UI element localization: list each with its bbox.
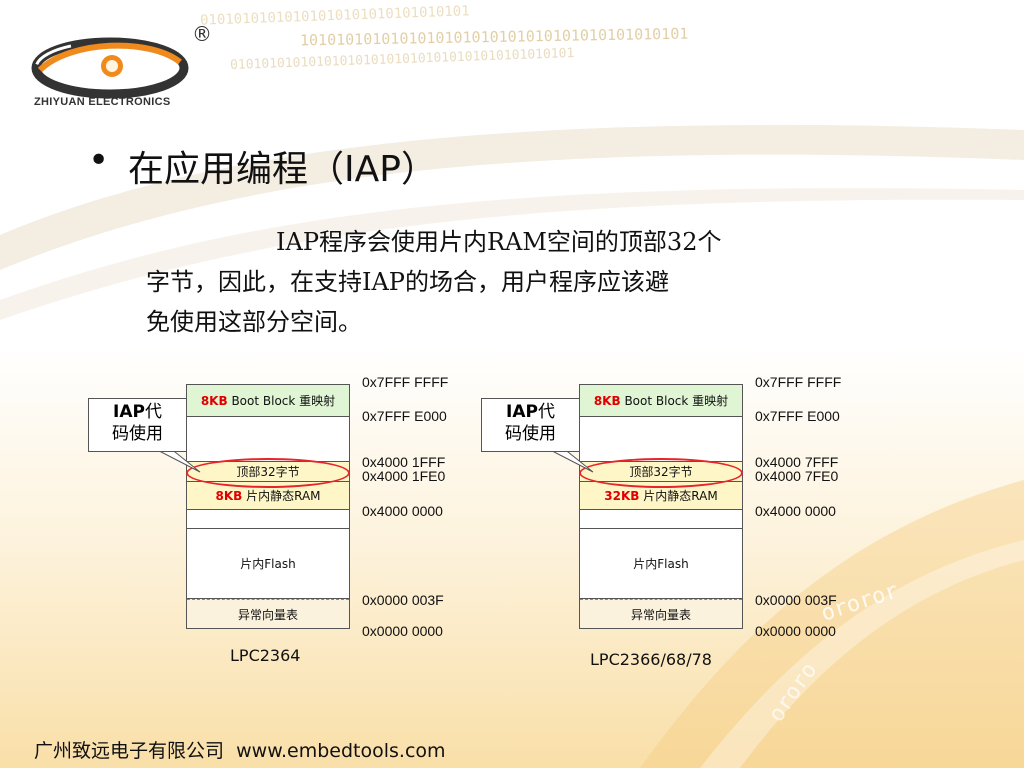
boot-block-segment: 8KB Boot Block 重映射 bbox=[187, 385, 349, 417]
ram-size: 32KB bbox=[604, 488, 640, 503]
addr-vec-end: 0x0000 003F bbox=[755, 592, 837, 608]
paragraph-line-1: IAP程序会使用片内RAM空间的顶部32个 bbox=[276, 228, 722, 256]
vector-segment: 异常向量表 bbox=[580, 599, 742, 628]
callout-line-2: 码使用 bbox=[112, 424, 163, 444]
addr-ram-iap: 0x4000 7FE0 bbox=[755, 468, 839, 484]
vector-label: 异常向量表 bbox=[237, 607, 298, 622]
memory-map: 8KB Boot Block 重映射 顶部32字节 32KB 片内静态RAM 片… bbox=[579, 384, 743, 629]
iap-highlight-ring bbox=[186, 458, 350, 488]
registered-mark: ® bbox=[192, 22, 212, 46]
footer-website[interactable]: www.embedtools.com bbox=[236, 740, 446, 762]
addr-vec-end: 0x0000 003F bbox=[362, 592, 444, 608]
iap-highlight-ring bbox=[579, 458, 743, 488]
body-paragraph: IAP程序会使用片内RAM空间的顶部32个 字节，因此，在支持IAP的场合，用户… bbox=[146, 222, 886, 342]
addr-top: 0x7FFF FFFF bbox=[362, 374, 449, 390]
zhiyuan-logo bbox=[31, 37, 189, 99]
addr-ram-start: 0x4000 0000 bbox=[755, 503, 836, 519]
boot-size: 8KB bbox=[593, 393, 621, 408]
vector-label: 异常向量表 bbox=[630, 607, 691, 622]
boot-block-segment: 8KB Boot Block 重映射 bbox=[580, 385, 742, 417]
boot-label: Boot Block 重映射 bbox=[624, 394, 729, 408]
ram-size: 8KB bbox=[215, 488, 243, 503]
addr-zero: 0x0000 0000 bbox=[362, 623, 443, 639]
flash-segment: 片内Flash bbox=[187, 529, 349, 599]
flash-segment: 片内Flash bbox=[580, 529, 742, 599]
chip-label: LPC2366/68/78 bbox=[590, 650, 712, 669]
addr-ram-end: 0x4000 7FFF bbox=[755, 454, 839, 470]
addr-top: 0x7FFF FFFF bbox=[755, 374, 842, 390]
title-text: 在应用编程（IAP） bbox=[128, 149, 437, 190]
chip-label: LPC2364 bbox=[230, 646, 301, 665]
boot-label: Boot Block 重映射 bbox=[231, 394, 336, 408]
vector-segment: 异常向量表 bbox=[187, 599, 349, 628]
addr-ram-start: 0x4000 0000 bbox=[362, 503, 443, 519]
addr-boot: 0x7FFF E000 bbox=[755, 408, 840, 424]
gap-segment-2 bbox=[187, 510, 349, 529]
iap-callout: IAP代 码使用 bbox=[88, 398, 187, 452]
logo-name: ZHIYUAN ELECTRONICS bbox=[34, 96, 171, 108]
paragraph-line-2: 字节，因此，在支持IAP的场合，用户程序应该避 bbox=[146, 268, 669, 296]
paragraph-line-3: 免使用这部分空间。 bbox=[146, 308, 362, 336]
addr-boot: 0x7FFF E000 bbox=[362, 408, 447, 424]
callout-line-1: 代 bbox=[537, 402, 555, 422]
iap-callout: IAP代 码使用 bbox=[481, 398, 580, 452]
gap-segment bbox=[580, 417, 742, 462]
footer: 广州致远电子有限公司 www.embedtools.com bbox=[34, 736, 446, 763]
addr-zero: 0x0000 0000 bbox=[755, 623, 836, 639]
callout-bold: IAP bbox=[113, 402, 145, 422]
boot-size: 8KB bbox=[200, 393, 228, 408]
ram-label: 片内静态RAM bbox=[246, 489, 321, 503]
callout-line-1: 代 bbox=[144, 402, 162, 422]
gap-segment-2 bbox=[580, 510, 742, 529]
footer-company: 广州致远电子有限公司 bbox=[34, 740, 225, 762]
gap-segment bbox=[187, 417, 349, 462]
addr-ram-end: 0x4000 1FFF bbox=[362, 454, 446, 470]
callout-bold: IAP bbox=[506, 402, 538, 422]
addr-ram-iap: 0x4000 1FE0 bbox=[362, 468, 446, 484]
callout-line-2: 码使用 bbox=[505, 424, 556, 444]
memory-map: 8KB Boot Block 重映射 顶部32字节 8KB 片内静态RAM 片内… bbox=[186, 384, 350, 629]
flash-label: 片内Flash bbox=[633, 557, 689, 571]
flash-label: 片内Flash bbox=[240, 557, 296, 571]
ram-label: 片内静态RAM bbox=[643, 489, 718, 503]
bullet: • bbox=[88, 140, 110, 181]
